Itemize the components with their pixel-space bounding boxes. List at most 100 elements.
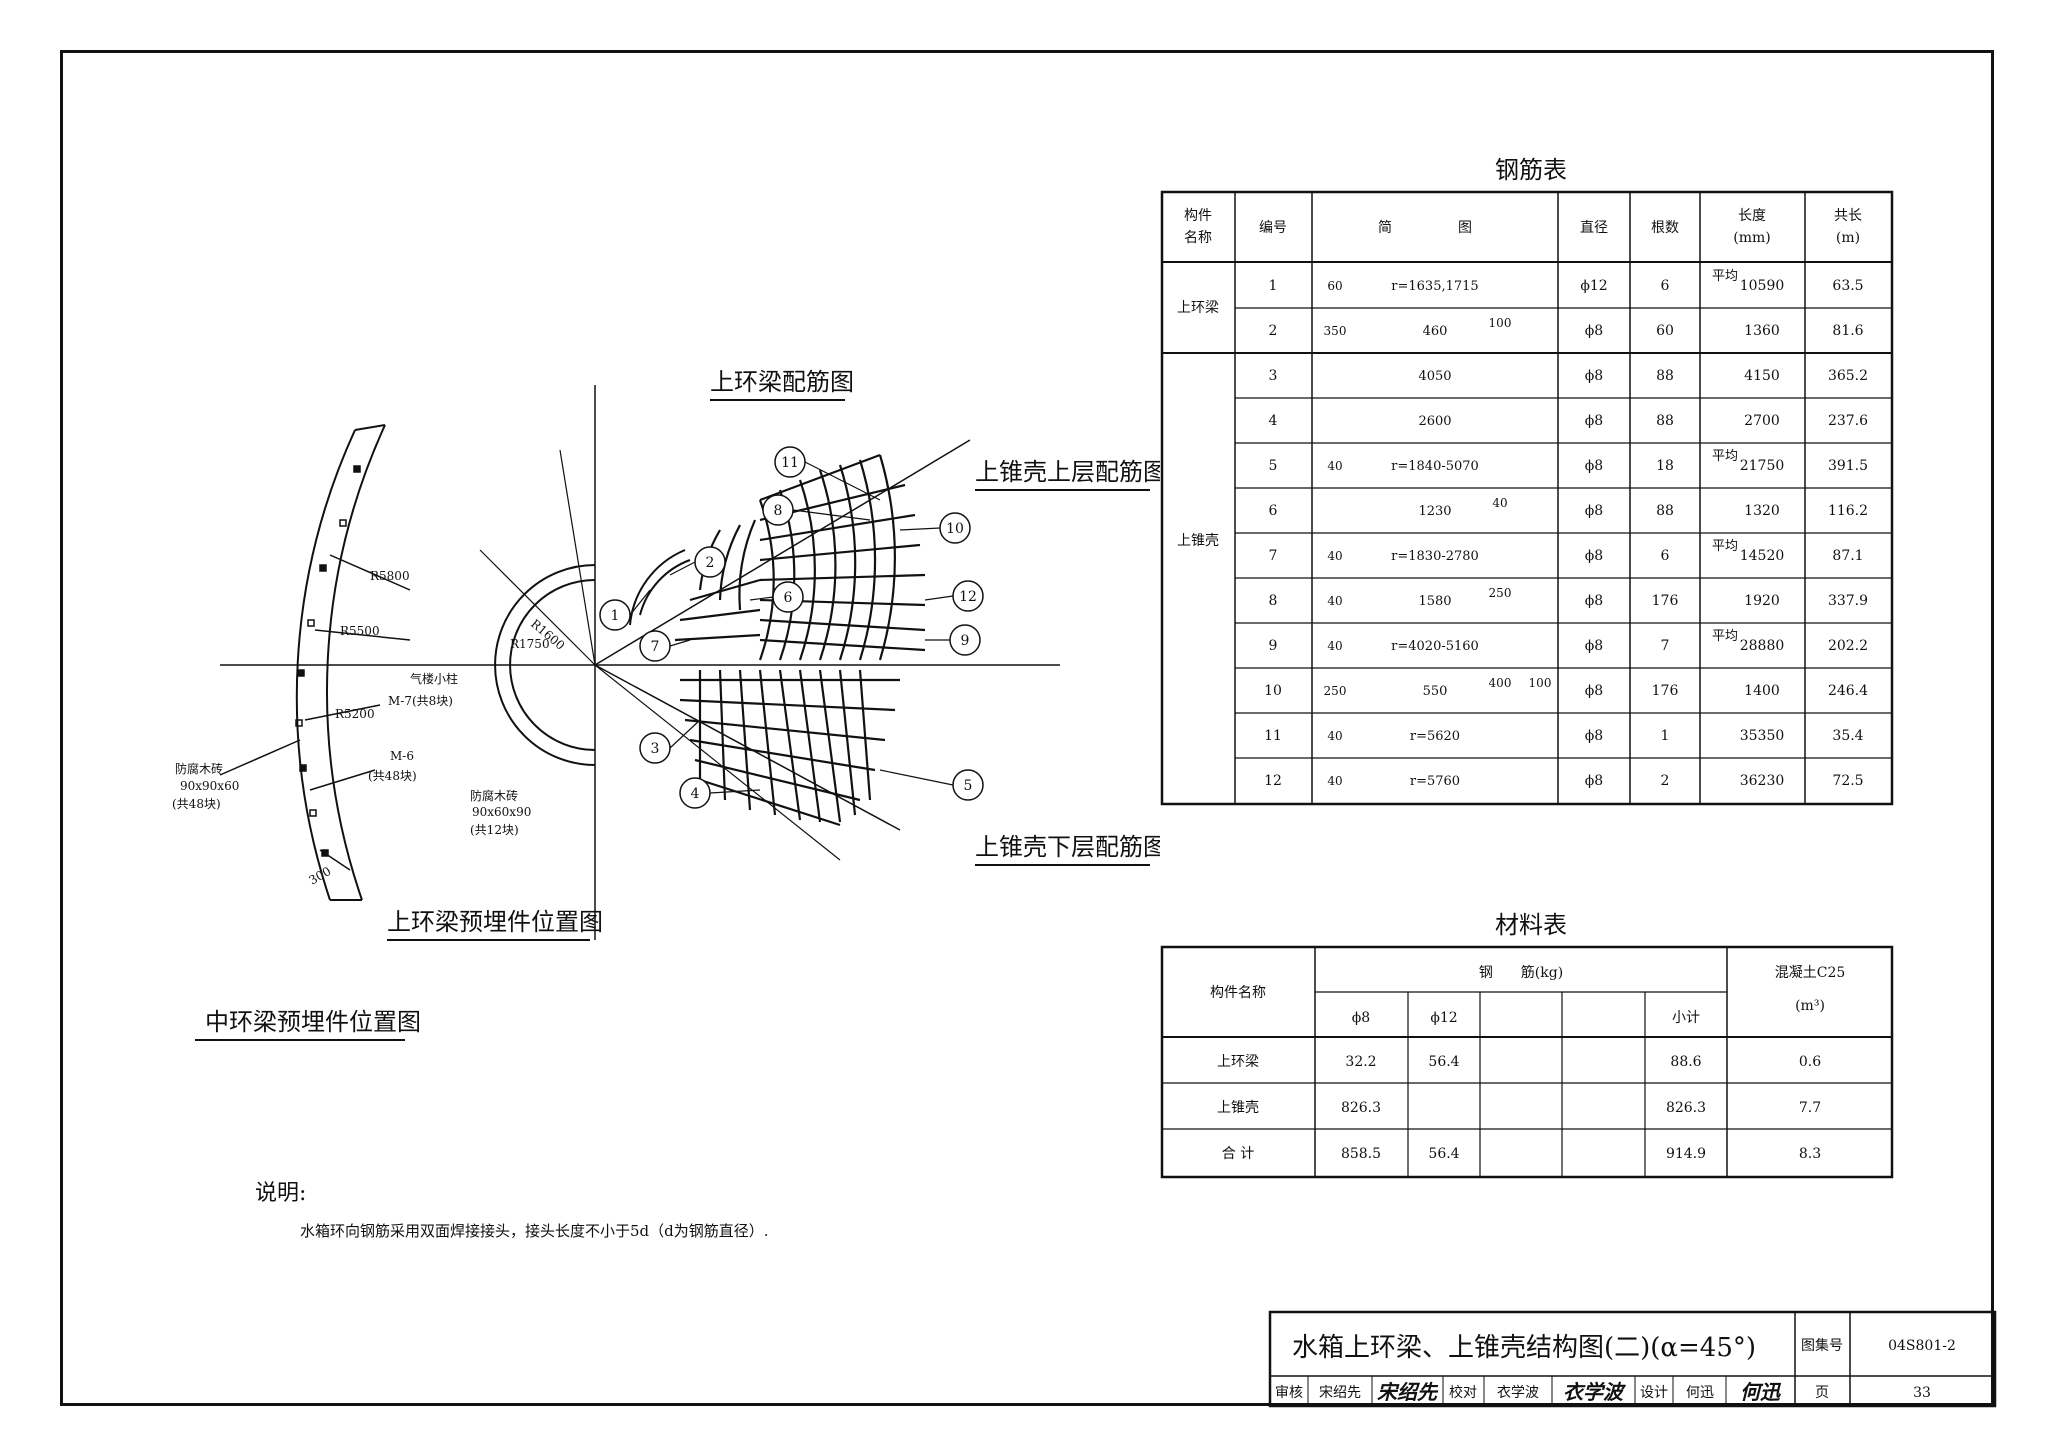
rebar-dia: ϕ8 [1585, 773, 1603, 789]
rebar-avg: 平均 [1712, 449, 1738, 464]
material-name: 上锥壳 [1217, 1099, 1259, 1116]
material-d8: 826.3 [1341, 1100, 1381, 1116]
rebar-no: 6 [1269, 503, 1278, 519]
rebar-avg: 平均 [1712, 539, 1738, 554]
rebar-total: 237.6 [1828, 413, 1868, 429]
rebar-dia: ϕ8 [1585, 638, 1603, 654]
page-label: 页 [1815, 1385, 1829, 1401]
material-concrete: 7.7 [1799, 1100, 1821, 1116]
label-r5500: R5500 [340, 624, 380, 638]
callout-4: 4 [691, 786, 700, 802]
material-row: 上锥壳 826.3 826.3 7.7 [1217, 1099, 1821, 1116]
sketch-dim-c: 100 [1489, 316, 1512, 330]
rebar-total: 63.5 [1832, 278, 1863, 294]
reviewer-signature: 宋绍先 [1377, 1380, 1439, 1404]
rebar-length: 10590 [1740, 278, 1785, 294]
callout-7: 7 [651, 639, 660, 655]
material-name: 合 计 [1222, 1146, 1254, 1162]
material-subtotal: 914.9 [1666, 1146, 1706, 1162]
hdr-dia: 直径 [1580, 219, 1608, 236]
sketch-dim-b: r=1635,1715 [1391, 279, 1478, 294]
sketch-dim-b: r=5760 [1410, 774, 1460, 789]
rebar-total: 81.6 [1832, 323, 1863, 339]
rebar-count: 60 [1656, 323, 1674, 339]
rebar-no: 3 [1269, 368, 1278, 384]
rebar-no: 5 [1269, 458, 1278, 474]
material-d12: 56.4 [1428, 1054, 1459, 1070]
label-r5800: R5800 [370, 569, 410, 583]
hdr-sketch-a: 简 [1378, 219, 1392, 236]
rebar-count: 88 [1656, 503, 1674, 519]
sketch-dim-a: 40 [1327, 639, 1342, 653]
sketch-dim-a: 60 [1327, 279, 1342, 293]
material-subtotal: 826.3 [1666, 1100, 1706, 1116]
rebar-length: 2700 [1744, 413, 1780, 429]
sketch-dim-c: 400 [1489, 676, 1512, 690]
mat-hdr-d8: ϕ8 [1352, 1010, 1370, 1026]
design-label: 设计 [1640, 1385, 1668, 1401]
rebar-avg: 平均 [1712, 629, 1738, 644]
title-upper-ring: 上环梁配筋图 [710, 368, 854, 396]
rebar-length: 1320 [1744, 503, 1780, 519]
material-name: 上环梁 [1217, 1054, 1259, 1070]
rebar-dia: ϕ8 [1585, 683, 1603, 699]
title-embed-upper: 上环梁预埋件位置图 [387, 908, 603, 936]
rebar-no: 9 [1269, 638, 1278, 654]
title-embed-middle: 中环梁预埋件位置图 [205, 1008, 421, 1036]
notes-heading: 说明: [255, 1181, 306, 1206]
label-m7: M-7(共8块) [388, 694, 453, 708]
label-brick-b-name: 防腐木砖 [470, 788, 518, 803]
sketch-dim-b: 1230 [1418, 504, 1451, 519]
label-brick-b-size: 90x60x90 [472, 805, 531, 819]
title-cone-lower: 上锥壳下层配筋图 [975, 833, 1160, 861]
title-block: 水箱上环梁、上锥壳结构图(二)(α=45°) 图集号 04S801-2 审核 宋… [1268, 1310, 1997, 1408]
callout-leaders [629, 461, 954, 794]
rebar-length: 4150 [1744, 368, 1780, 384]
rebar-count: 2 [1661, 773, 1670, 789]
rebar-no: 4 [1269, 413, 1278, 429]
callout-5: 5 [964, 778, 973, 794]
rebar-dia: ϕ12 [1580, 278, 1607, 294]
rebar-dia: ϕ8 [1585, 323, 1603, 339]
hdr-len-1: 长度 [1738, 208, 1766, 224]
sketch-dim-b: 4050 [1418, 369, 1451, 384]
label-brick-b-count: (共12块) [470, 823, 519, 837]
designer-name: 何迅 [1686, 1385, 1714, 1401]
rebar-no: 2 [1269, 323, 1278, 339]
rebar-no: 11 [1264, 728, 1282, 744]
title-cone-upper: 上锥壳上层配筋图 [975, 458, 1160, 486]
drawing-frame [60, 50, 1994, 1406]
material-subtotal: 88.6 [1670, 1054, 1701, 1070]
structural-drawing: 11 8 10 12 9 6 2 1 7 3 4 5 R5800 R5500 R… [172, 368, 1160, 1240]
atlas-no: 04S801-2 [1888, 1338, 1956, 1354]
rebar-no: 7 [1269, 548, 1278, 564]
checker-name: 衣学波 [1497, 1385, 1539, 1401]
rebar-length: 1360 [1744, 323, 1780, 339]
reviewer-name: 宋绍先 [1319, 1385, 1361, 1401]
sketch-dim-a: 40 [1327, 774, 1342, 788]
label-r5200: R5200 [335, 707, 375, 721]
sketch-dim-b: 2600 [1418, 414, 1451, 429]
material-d8: 858.5 [1341, 1146, 1381, 1162]
callout-12: 12 [959, 589, 977, 605]
rebar-length: 36230 [1740, 773, 1785, 789]
hdr-total-1: 共长 [1834, 208, 1862, 224]
rebar-total: 116.2 [1828, 503, 1868, 519]
label-brick-a-size: 90x90x60 [180, 779, 239, 793]
sketch-dim-a: 40 [1327, 729, 1342, 743]
rebar-total: 35.4 [1832, 728, 1863, 744]
callout-10: 10 [946, 521, 964, 537]
rebar-total: 365.2 [1828, 368, 1868, 384]
sketch-dim-a: 250 [1324, 684, 1347, 698]
rebar-total: 391.5 [1828, 458, 1868, 474]
